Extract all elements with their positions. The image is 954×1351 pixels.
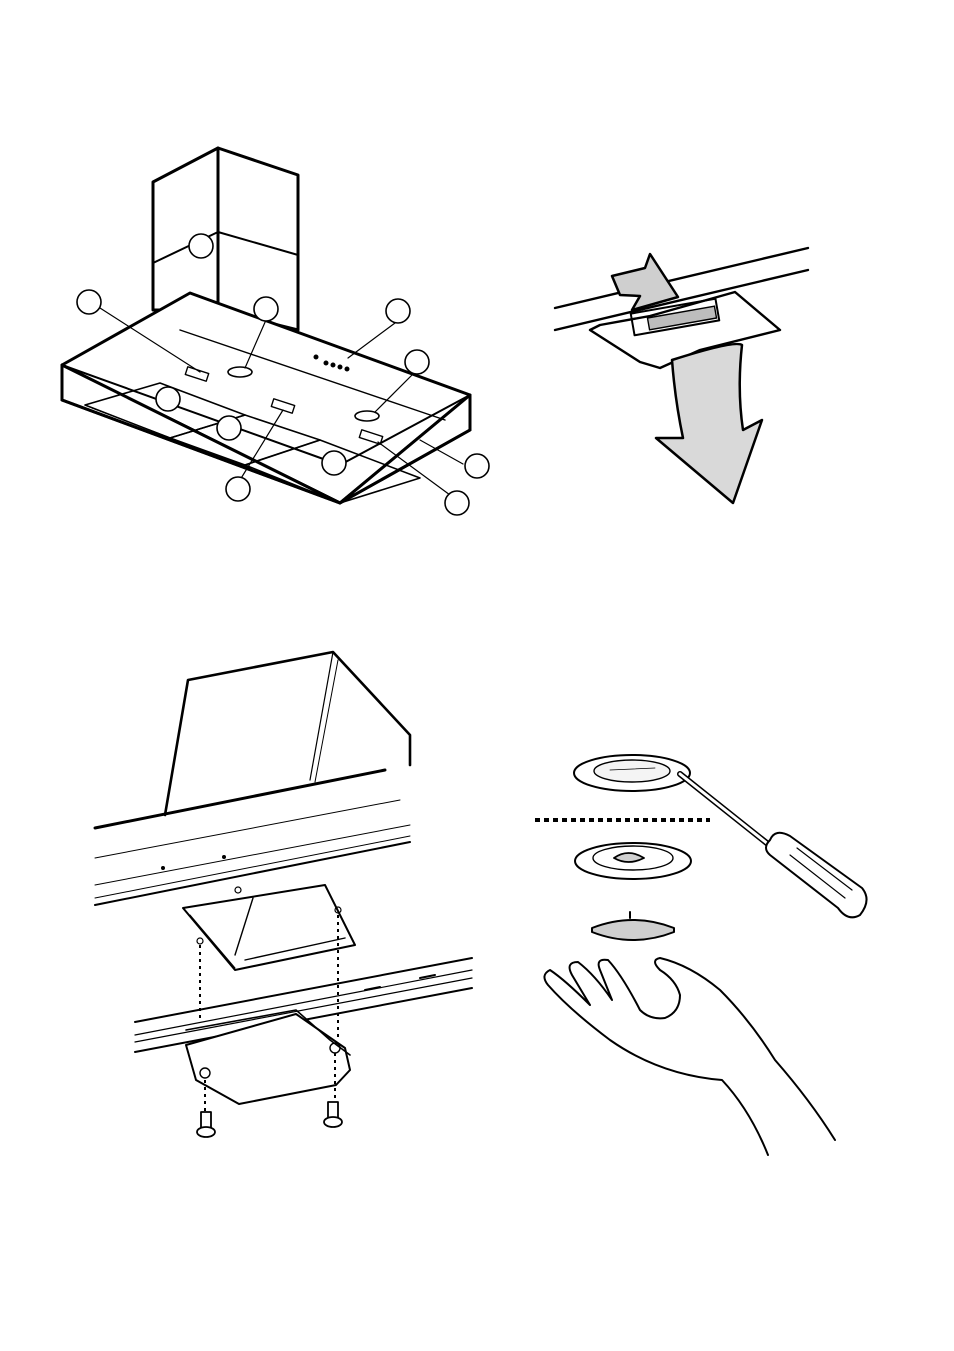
grease-panel: [186, 1010, 350, 1104]
pull-down-arrow: [656, 344, 762, 503]
screws: [197, 1102, 342, 1137]
lamp-cover: [574, 755, 690, 791]
lamp-bulb: [592, 912, 674, 940]
fig-grease-panel-removal: [90, 645, 480, 1145]
screwdriver: [680, 774, 867, 917]
fig-lamp-replacement: [530, 740, 880, 1160]
screw-left: [197, 1112, 215, 1137]
cooker-hood-icon: [40, 130, 510, 530]
panel-screws-icon: [90, 645, 480, 1145]
hood-front-lines: [95, 770, 410, 905]
cutout-opening: [183, 885, 355, 970]
hood-body-outline: [62, 293, 470, 503]
push-arrow: [612, 254, 678, 310]
hand-outline: [544, 958, 835, 1155]
fig-filter-release: [545, 240, 825, 515]
lamp-screwdriver-icon: [530, 740, 880, 1160]
fig-hood-overview: [40, 130, 510, 530]
filter-latch-icon: [545, 240, 825, 515]
lamp-holder: [575, 843, 691, 879]
screw-right: [324, 1102, 342, 1127]
